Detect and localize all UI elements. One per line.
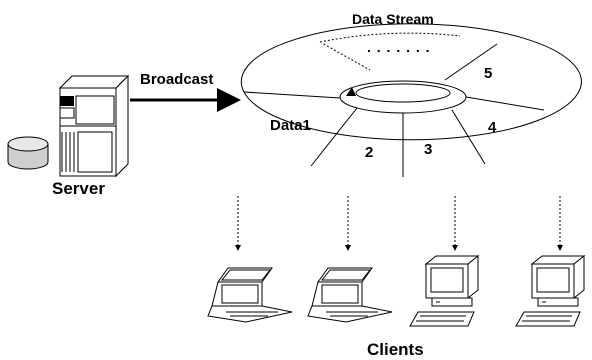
segment-data1: Data1 — [270, 117, 311, 134]
segment-5: 5 — [484, 65, 492, 82]
laptop-client-1-icon — [207, 267, 293, 323]
segment-2: 2 — [365, 144, 373, 161]
data-stream-ring — [240, 23, 582, 177]
server-label: Server — [52, 179, 105, 198]
database-disk-icon — [7, 136, 49, 170]
server-icon — [58, 74, 130, 178]
stream-ellipsis: . . . . . . . — [367, 39, 431, 55]
desktop-client-1-icon — [409, 254, 480, 327]
segment-4: 4 — [488, 119, 497, 136]
downlink-arrows — [235, 196, 563, 251]
laptop-client-2-icon — [307, 267, 393, 323]
desktop-client-2-icon — [515, 254, 586, 327]
rotation-arrow-icon — [346, 87, 356, 96]
clients-label: Clients — [367, 340, 424, 359]
segment-3: 3 — [424, 141, 432, 158]
broadcast-label: Broadcast — [140, 71, 213, 88]
data-stream-label: Data Stream — [352, 11, 434, 27]
